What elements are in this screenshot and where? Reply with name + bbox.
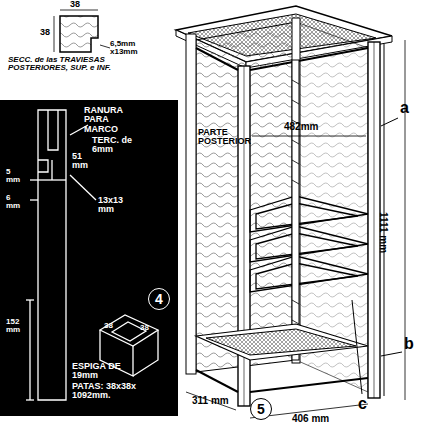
part-label: SECC. de las TRAVIESAS POSTERIORES, SUP.…	[8, 56, 158, 73]
callout-number: 5	[257, 401, 265, 417]
part-label: 6,5mm x13mm	[110, 40, 146, 57]
part-label: 311 mm	[192, 396, 229, 407]
part-label: c	[358, 396, 367, 413]
part-label: PARTE POSTERIOR	[198, 128, 258, 147]
part-label: RANURA PARA MARCO	[84, 106, 136, 134]
part-label: 406 mm	[292, 414, 329, 425]
part-label: a	[400, 100, 409, 117]
dimension-label: 1111 mm	[378, 212, 389, 253]
part-label: PATAS: 38x38x 1092mm.	[72, 382, 164, 401]
part-label: 38	[40, 28, 50, 37]
part-label: 38	[140, 324, 149, 332]
part-label: 38	[104, 322, 113, 330]
part-label: 38	[70, 0, 80, 9]
part-label: 6 mm	[6, 194, 26, 211]
part-label: 152 mm	[6, 318, 24, 335]
callout-number: 4	[155, 291, 163, 307]
part-label: 482mm	[284, 122, 318, 133]
part-label: 5 mm	[6, 168, 26, 185]
part-label: 13x13 mm	[98, 196, 138, 215]
part-label: ESPIGA DE 19mm	[72, 362, 132, 381]
part-label: 51 mm	[72, 152, 86, 171]
part-label: TERC. de 6mm	[92, 136, 132, 155]
callout-circle: 5	[250, 398, 272, 420]
callout-circle: 4	[148, 288, 170, 310]
part-label: b	[404, 336, 414, 353]
